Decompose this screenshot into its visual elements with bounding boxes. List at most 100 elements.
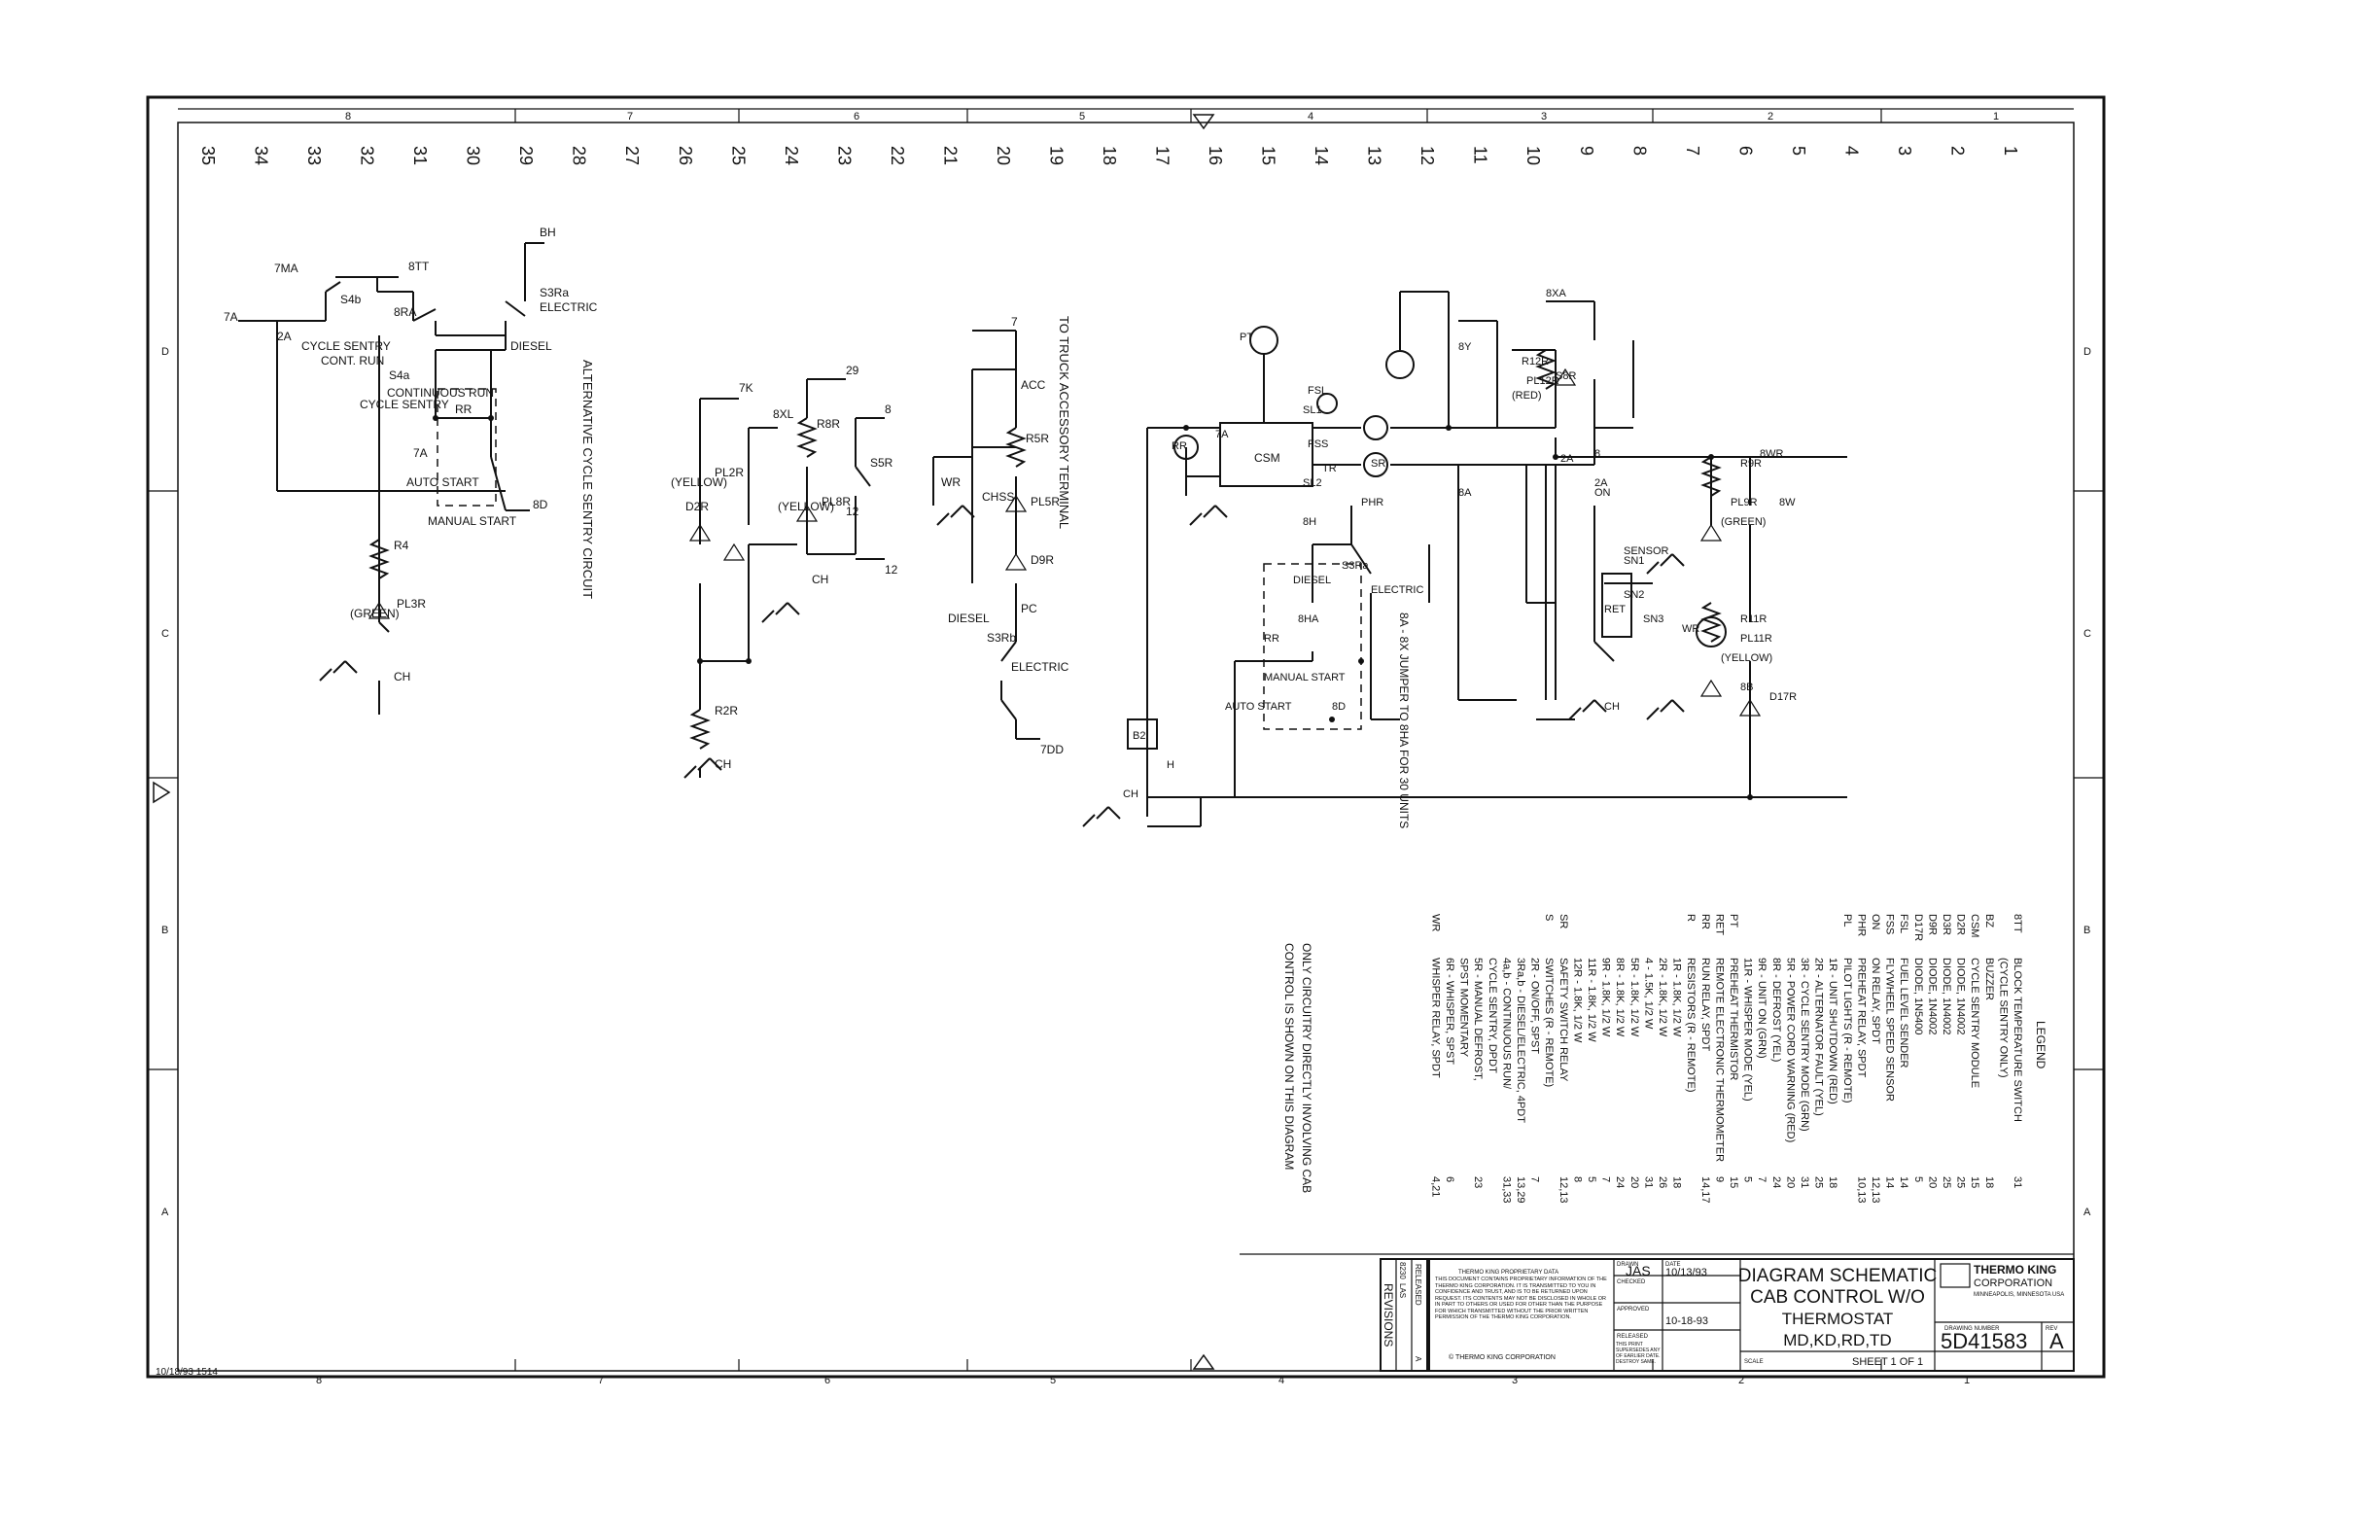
legend-location: 5 — [1912, 1176, 1924, 1182]
legend-code: R — [1685, 914, 1697, 922]
line-number: 4 — [1841, 146, 1861, 156]
zone-number-bottom: 1 — [1964, 1375, 1970, 1386]
center-arrow-bottom — [1192, 1353, 1215, 1370]
legend-code: ON — [1870, 914, 1881, 930]
legend-code: RR — [1699, 914, 1711, 929]
legend-location: 5 — [1586, 1176, 1597, 1182]
left-label-8tt: 8TT — [408, 260, 430, 273]
line-number: 10 — [1523, 146, 1543, 165]
main-circuit-label: SL2 — [1303, 477, 1322, 489]
legend-code: SR — [1558, 914, 1569, 928]
mid-label-r2r: R2R — [715, 704, 738, 718]
legend-description: 2R - ON/OFF, SPST — [1529, 958, 1541, 1054]
legend-description: 6R - WHISPER, SPST — [1444, 958, 1455, 1065]
legend-description: 5R - POWER CORD WARNING (RED) — [1784, 958, 1796, 1142]
legend-code: D3R — [1941, 914, 1952, 935]
main-circuit-label: H — [1167, 759, 1174, 771]
scale-label: SCALE — [1744, 1359, 1764, 1365]
side-zone-ticks — [148, 490, 2104, 1070]
legend-description: BLOCK TEMPERATURE SWITCH — [2012, 958, 2023, 1122]
left-label-autostart: AUTO START — [406, 475, 479, 489]
mid-label-s5r: S5R — [870, 456, 893, 470]
legend-location: 25 — [1813, 1176, 1825, 1188]
legend-description: CYCLE SENTRY MODULE — [1969, 958, 1980, 1088]
acc-label-s3rb: S3Rb — [987, 631, 1016, 645]
left-label-pl3r: PL3R — [397, 597, 426, 611]
legend-location: 14 — [1898, 1176, 1909, 1188]
inner-border — [177, 122, 2075, 1372]
legend-description: REMOTE ELECTRONIC THERMOMETER — [1713, 958, 1725, 1162]
legend-description: 4a,b - CONTINUOUS RUN/ — [1500, 958, 1512, 1090]
defrost-alternator-circuit: 7K PL2R (YELLOW) D2R R2R CH 8XL 29 R8R P… — [671, 364, 898, 779]
legend-description: 4 - 1.5K, 1/2 W — [1642, 958, 1654, 1030]
zone-letter-left: A — [161, 1207, 169, 1218]
legend-description: 3R - CYCLE SENTRY MODE (GRN) — [1799, 958, 1810, 1132]
line-number: 24 — [782, 146, 801, 165]
main-control-circuit: CSM — [1082, 288, 1847, 828]
drawing-number: 5D41583 — [1941, 1329, 2027, 1353]
line-number: 14 — [1312, 146, 1331, 165]
zone-number-bottom: 8 — [316, 1375, 322, 1386]
acc-label-d9r: D9R — [1031, 553, 1054, 567]
legend-location: 14 — [1884, 1176, 1896, 1188]
line-number: 16 — [1206, 146, 1225, 165]
left-label-diesel: DIESEL — [510, 339, 552, 353]
circuitry-note-line2: CONTROL IS SHOWN ON THIS DIAGRAM — [1282, 943, 1296, 1170]
acc-label-wr: WR — [941, 475, 961, 489]
legend-location: 25 — [1955, 1176, 1967, 1188]
legend-description: SPST MOMENTARY — [1458, 958, 1470, 1058]
legend-location: 31 — [1799, 1176, 1810, 1188]
legend-code: WR — [1429, 914, 1441, 931]
main-circuit-label: (YELLOW) — [1721, 652, 1772, 664]
legend-description: DIODE, 1N4002 — [1941, 958, 1952, 1034]
legend-description: 11R - WHISPER MODE (YEL) — [1742, 958, 1754, 1102]
outer-border — [146, 95, 2106, 1379]
checked-label: CHECKED — [1617, 1279, 1646, 1285]
center-arrow-top — [1192, 114, 1215, 130]
approved-date: 10-18-93 — [1665, 1315, 1708, 1327]
legend-location: 7 — [1600, 1176, 1612, 1182]
released-label: RELEASED — [1617, 1334, 1649, 1340]
legend-description: 12R - 1.8K, 1/2 W — [1571, 958, 1583, 1043]
main-circuit-label: ELECTRIC — [1371, 584, 1423, 596]
main-circuit-label: B2 — [1133, 730, 1145, 742]
left-label-s4a: S4a — [389, 368, 410, 382]
legend-description: ON RELAY, SPDT — [1870, 958, 1881, 1044]
line-number: 34 — [252, 146, 271, 165]
legend-description: SAFETY SWITCH RELAY — [1558, 958, 1569, 1082]
legend-description: DIODE, 1N5400 — [1912, 958, 1924, 1034]
drawing-number-label: DRAWING NUMBER — [1944, 1326, 2000, 1332]
legend-description: FLYWHEEL SPEED SENSOR — [1884, 958, 1896, 1102]
legend-description: DIODE, 1N4002 — [1926, 958, 1938, 1034]
mid-label-12a: 12 — [846, 505, 859, 518]
main-circuit-label: RR — [1172, 440, 1187, 452]
top-zone-ticks — [178, 108, 2074, 122]
legend-title: LEGEND — [2034, 1021, 2048, 1069]
drawn-by: JAS — [1626, 1263, 1651, 1278]
acc-label-7dd: 7DD — [1040, 743, 1064, 756]
main-label-csm: CSM — [1254, 451, 1280, 465]
legend-location: 15 — [1969, 1176, 1980, 1188]
left-label-manualstart: MANUAL START — [428, 514, 517, 528]
legend-code: D17R — [1912, 914, 1924, 941]
revision-by: LAS — [1398, 1283, 1407, 1298]
main-circuit-label: R11R — [1740, 613, 1767, 625]
legend-description: CYCLE SENTRY, DPDT — [1487, 958, 1498, 1073]
main-circuit-label: 8B — [1740, 682, 1753, 693]
legend-location: 23 — [1472, 1176, 1484, 1188]
line-number: 9 — [1577, 146, 1596, 156]
main-circuit-label: PL11R — [1740, 633, 1772, 645]
legend-description: 2R - ALTERNATOR FAULT (YEL) — [1813, 958, 1825, 1116]
main-circuit-label: S8R — [1556, 370, 1576, 382]
main-circuit-label: 2A — [1560, 453, 1574, 465]
main-circuit-label: (GREEN) — [1721, 516, 1766, 528]
zone-number-bottom: 4 — [1278, 1375, 1284, 1386]
date-stamp: 10/18/93 1514 — [156, 1367, 218, 1378]
mid-label-pl8r: PL8R — [822, 495, 851, 508]
zone-letter-left: D — [161, 346, 169, 358]
left-label-8ra: 8RA — [394, 305, 416, 319]
main-circuit-label: 8 — [1594, 448, 1600, 460]
circuitry-note-line1: ONLY CIRCUITRY DIRECTLY INVOLVING CAB — [1300, 943, 1313, 1193]
